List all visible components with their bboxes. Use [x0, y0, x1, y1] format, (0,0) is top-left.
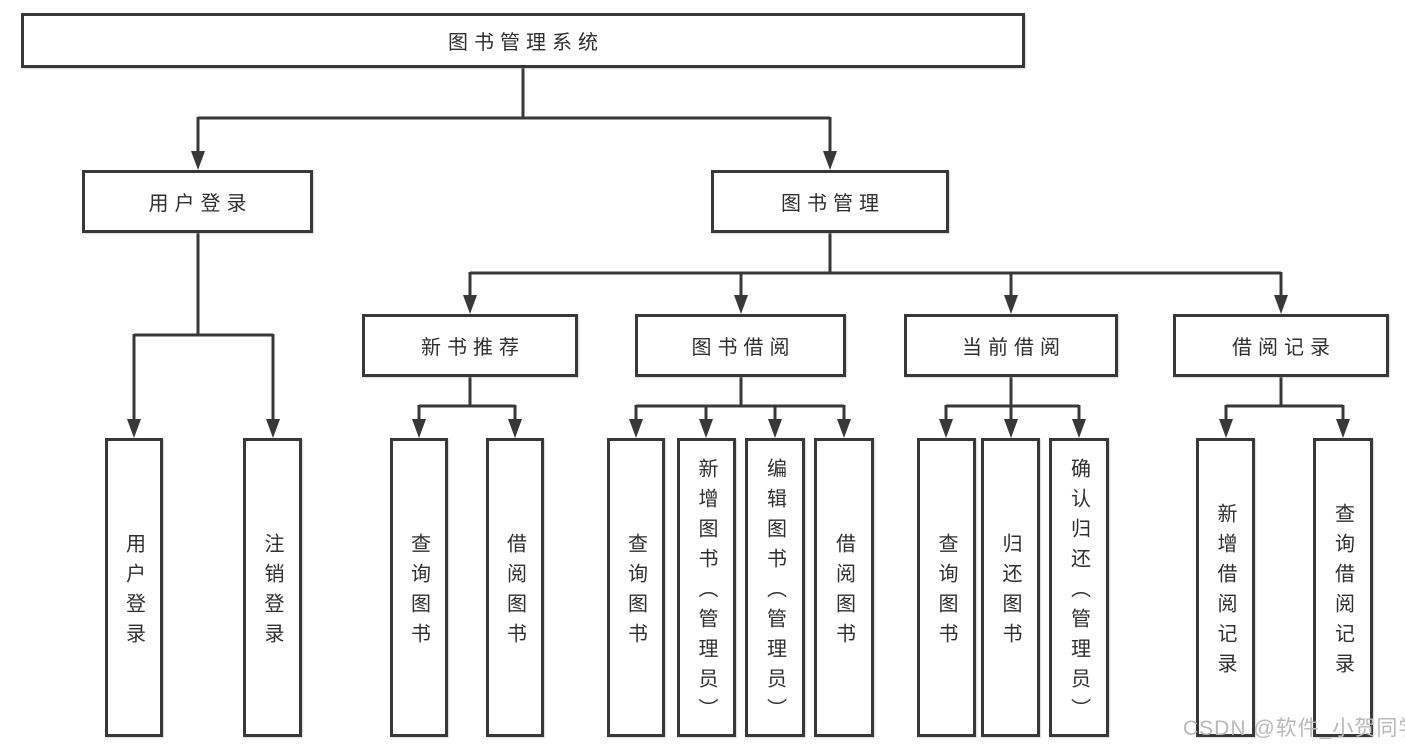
root-node: 图书管理系统 [21, 13, 1025, 68]
leaf-logout-label: 注销登录 [261, 532, 283, 653]
leaf-add-book-admin: 新增图书（管理员） [677, 438, 736, 737]
leaf-borrow-books-1-label: 借阅图书 [503, 532, 526, 653]
node-user-login: 用户登录 [82, 170, 313, 233]
leaf-borrow-books-2: 借阅图书 [814, 438, 874, 737]
node-book-borrow-label: 图书借阅 [691, 337, 796, 359]
leaf-logout: 注销登录 [243, 438, 302, 737]
node-borrow-records-label: 借阅记录 [1232, 337, 1336, 359]
node-user-login-label: 用户登录 [148, 193, 253, 215]
leaf-query-books-2: 查询图书 [607, 438, 665, 737]
root-node-label: 图书管理系统 [448, 32, 604, 54]
leaf-add-borrow-record: 新增借阅记录 [1196, 438, 1255, 737]
node-current-borrow-label: 当前借阅 [962, 337, 1066, 359]
node-borrow-records: 借阅记录 [1173, 314, 1389, 377]
leaf-query-books-1-label: 查询图书 [407, 532, 430, 653]
leaf-query-borrow-record-label: 查询借阅记录 [1331, 502, 1354, 683]
leaf-query-books-3: 查询图书 [917, 438, 976, 737]
leaf-user-login: 用户登录 [105, 438, 163, 737]
leaf-query-books-2-label: 查询图书 [624, 532, 647, 653]
leaf-add-book-admin-label: 新增图书（管理员） [695, 457, 717, 728]
node-new-book-recommend: 新书推荐 [362, 314, 578, 377]
arrowheads [127, 151, 1350, 438]
node-book-management: 图书管理 [711, 170, 949, 233]
node-book-management-label: 图书管理 [781, 193, 885, 215]
leaf-edit-book-admin-label: 编辑图书（管理员） [763, 457, 786, 728]
leaf-edit-book-admin: 编辑图书（管理员） [745, 438, 805, 737]
leaf-return-book-label: 归还图书 [999, 532, 1021, 653]
node-new-book-recommend-label: 新书推荐 [421, 337, 525, 359]
leaf-borrow-books-2-label: 借阅图书 [832, 532, 855, 653]
node-current-borrow: 当前借阅 [904, 314, 1118, 377]
leaf-borrow-books-1: 借阅图书 [486, 438, 544, 737]
leaf-query-borrow-record: 查询借阅记录 [1313, 438, 1373, 737]
node-book-borrow: 图书借阅 [635, 314, 846, 377]
leaf-return-book: 归还图书 [981, 438, 1040, 737]
leaf-query-books-1: 查询图书 [390, 438, 448, 737]
leaf-add-borrow-record-label: 新增借阅记录 [1214, 502, 1236, 683]
leaf-confirm-return-admin: 确认归还（管理员） [1049, 438, 1109, 737]
leaf-user-login-label: 用户登录 [122, 532, 145, 653]
csdn-watermark: CSDN @软件_小贺同学 [1183, 717, 1405, 740]
leaf-query-books-3-label: 查询图书 [935, 532, 957, 653]
leaf-confirm-return-admin-label: 确认归还（管理员） [1067, 457, 1090, 728]
